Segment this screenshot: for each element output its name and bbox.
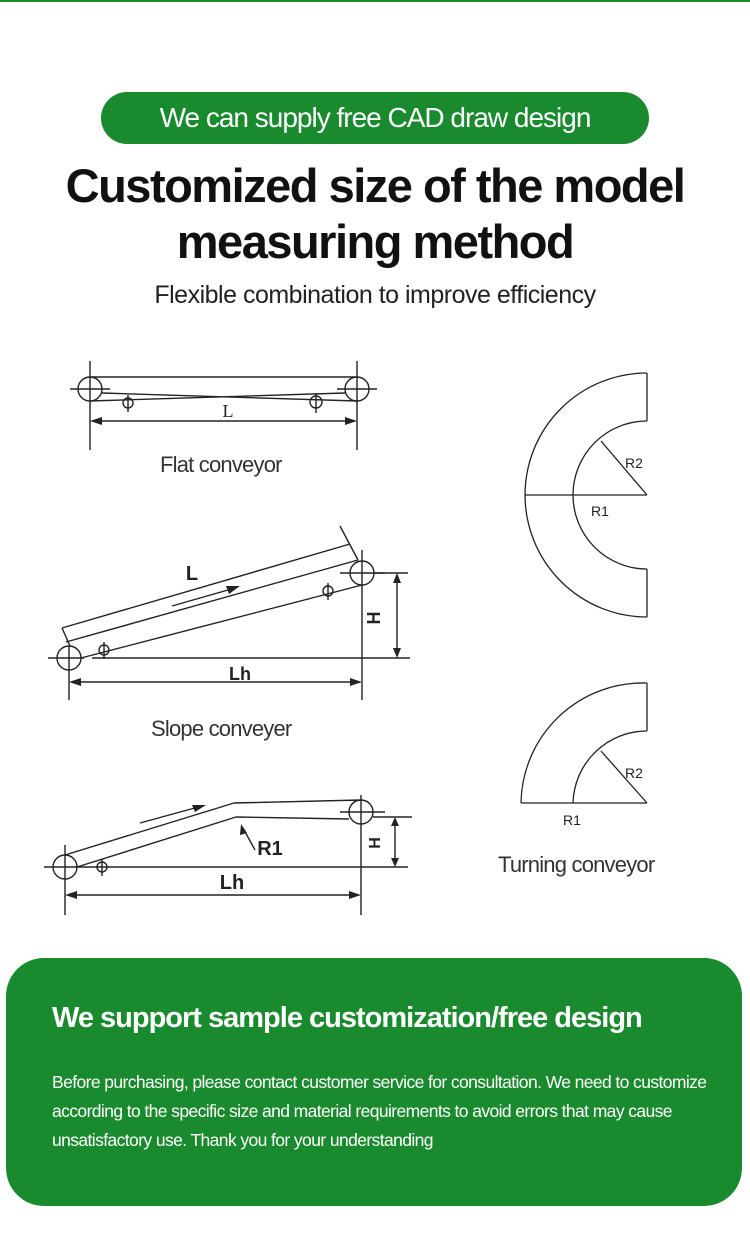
bent-horizontal-label: Lh xyxy=(220,872,244,894)
page-title-line2: measuring method xyxy=(176,215,575,268)
page-title: Customized size of the model measuring m… xyxy=(0,158,750,270)
slope-height-label: H xyxy=(364,612,384,625)
cad-banner-text: We can supply free CAD draw design xyxy=(159,102,592,133)
flat-conveyor-caption: Flat conveyor xyxy=(160,452,282,477)
turning-180-r1-label: R1 xyxy=(591,503,609,519)
bent-conveyor-diagram: R1 H Lh xyxy=(44,795,412,915)
turning-180-r2-label: R2 xyxy=(625,455,643,471)
flat-length-label: L xyxy=(223,401,234,421)
turning-90-r2-label: R2 xyxy=(625,765,643,781)
flat-conveyor-diagram: L xyxy=(70,361,377,450)
slope-conveyer-diagram: L H Lh xyxy=(48,525,410,700)
page-title-line1: Customized size of the model xyxy=(65,159,686,212)
customization-card-title: We support sample customization/free des… xyxy=(52,1002,643,1034)
turning-conveyor-caption: Turning conveyor xyxy=(498,852,655,877)
bent-radius-label: R1 xyxy=(257,838,283,860)
turning-90-r1-label: R1 xyxy=(563,812,581,828)
turning-conveyor-diagram: R2 R1 R2 R1 xyxy=(520,372,648,828)
bent-height-label: H xyxy=(367,837,384,849)
customization-card-body: Before purchasing, please contact custom… xyxy=(52,1072,707,1150)
cad-banner: We can supply free CAD draw design xyxy=(101,92,649,144)
customization-card: We support sample customization/free des… xyxy=(6,958,742,1206)
page-subtitle: Flexible combination to improve efficien… xyxy=(154,281,596,309)
slope-horizontal-label: Lh xyxy=(229,664,251,684)
slope-conveyer-caption: Slope conveyer xyxy=(151,716,292,741)
slope-length-label: L xyxy=(186,563,198,585)
top-accent-line xyxy=(0,0,750,2)
